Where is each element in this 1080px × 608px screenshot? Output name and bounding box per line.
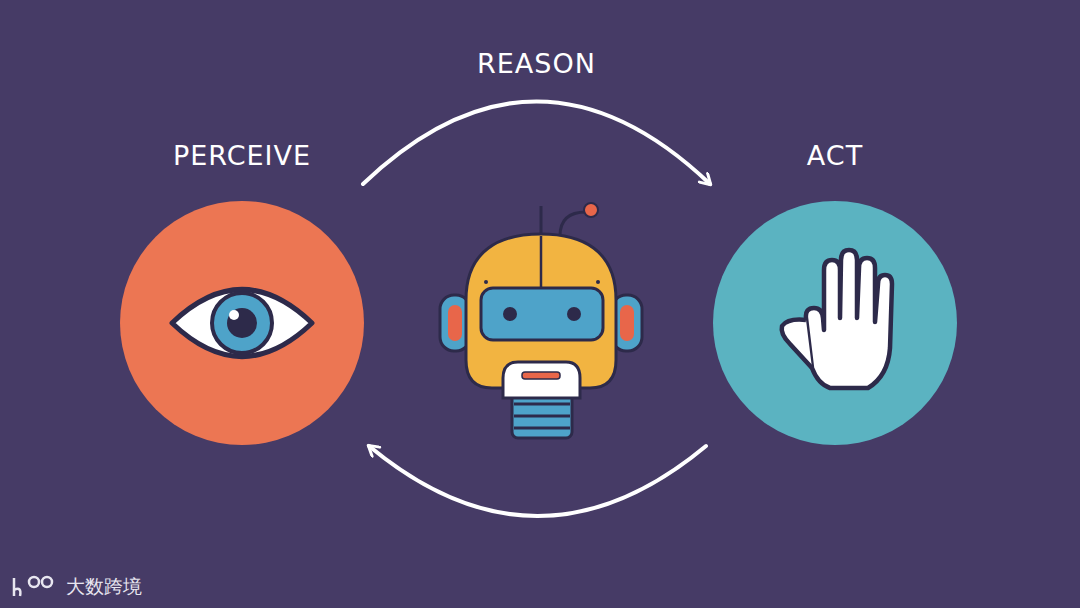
- hand-icon: [782, 250, 892, 388]
- stage-heading: ACT: [710, 136, 960, 176]
- mouth-slot: [522, 372, 560, 379]
- stage-heading: PERCEIVE: [117, 136, 367, 176]
- circle-outline: [710, 198, 960, 448]
- antenna-ball: [584, 203, 598, 217]
- circle-outline: [117, 198, 367, 448]
- robot-visor: [481, 288, 603, 340]
- edge-label: REASON: [477, 46, 596, 82]
- head-seam: [540, 236, 543, 288]
- rivet: [596, 280, 600, 284]
- robot-eye: [567, 307, 581, 321]
- watermark-logo: [14, 577, 52, 596]
- antenna: [540, 206, 543, 236]
- cycle-arrow: [369, 446, 706, 516]
- rivet: [484, 280, 488, 284]
- act-circle: ACT: [710, 136, 960, 448]
- antenna: [560, 212, 586, 236]
- eye-icon: [172, 290, 312, 357]
- cycle-arrow: [363, 102, 710, 185]
- perceive-circle: PERCEIVE: [117, 136, 367, 448]
- watermark: 大数跨境: [66, 573, 142, 599]
- robot-eye: [503, 307, 517, 321]
- robot-ear: [620, 305, 634, 341]
- robot-ear: [448, 305, 462, 341]
- robot-mouth: [503, 362, 580, 398]
